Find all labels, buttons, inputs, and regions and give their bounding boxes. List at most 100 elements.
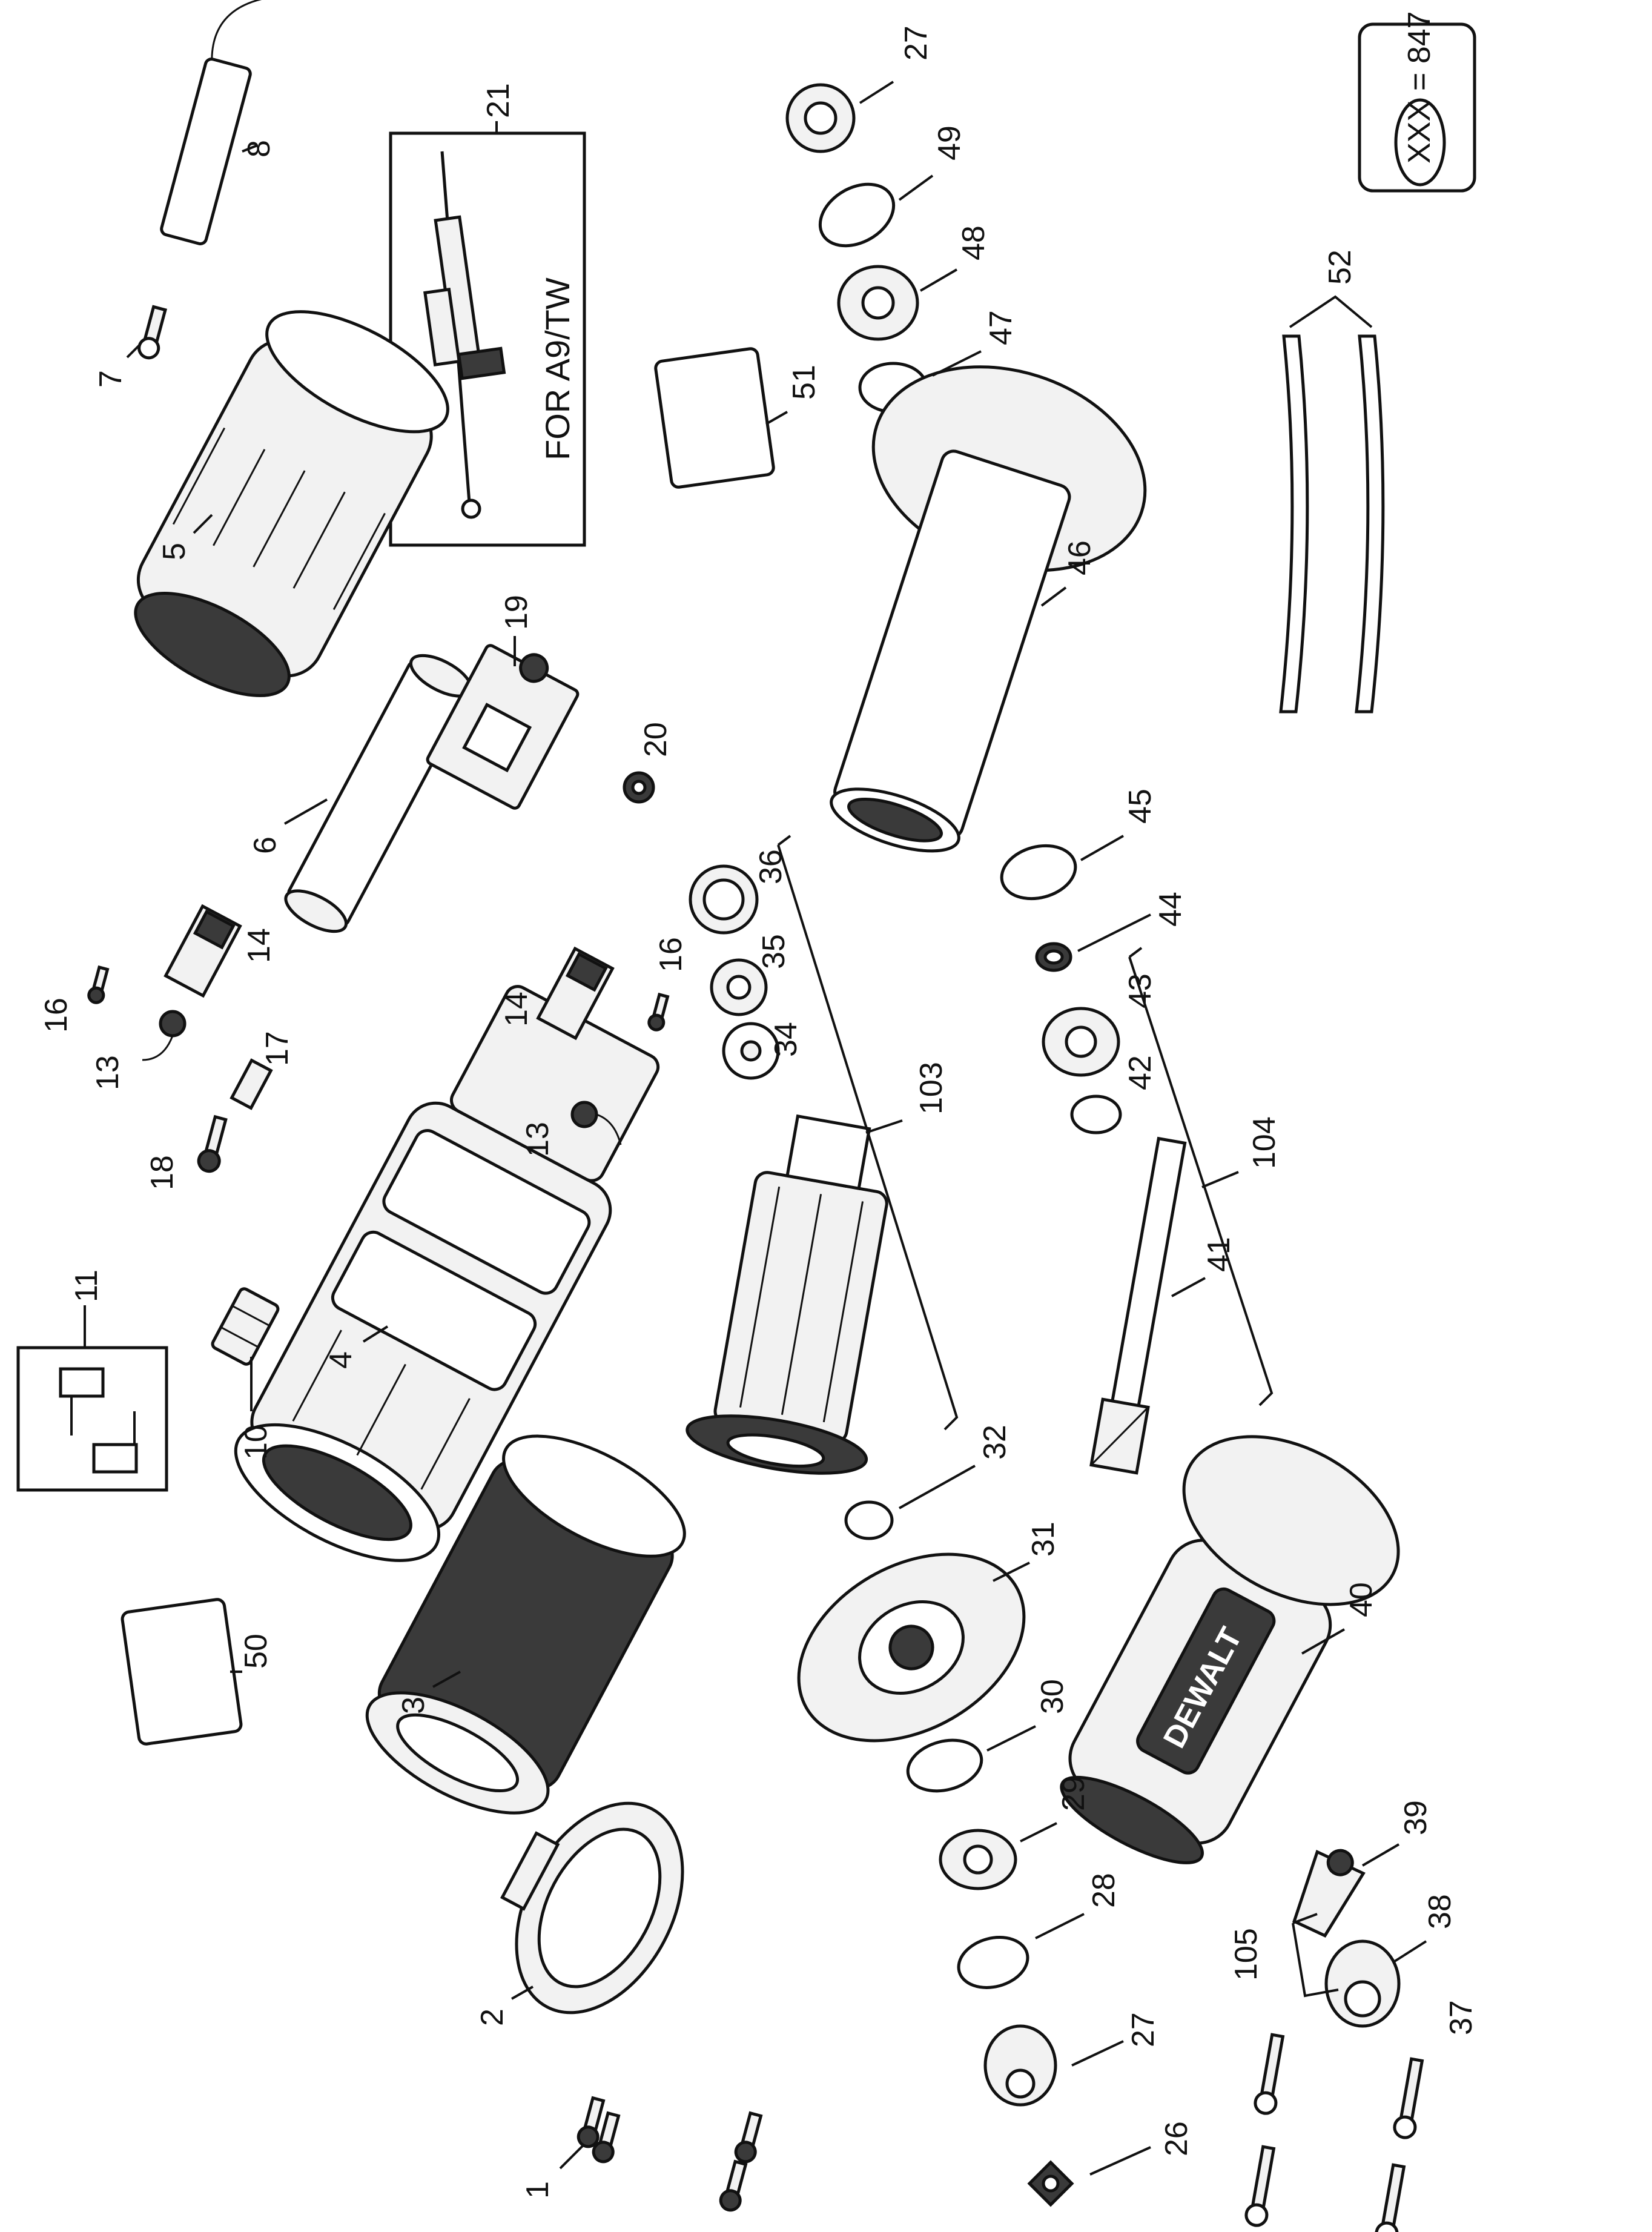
callout-48: 48 (956, 225, 991, 260)
svg-text:19: 19 (499, 595, 534, 630)
svg-text:16: 16 (653, 937, 689, 972)
part-34-washer (722, 1022, 780, 1080)
callout-1: 1 (520, 2181, 555, 2199)
callout-28: 28 (1086, 1873, 1122, 1908)
svg-text:7: 7 (93, 370, 128, 388)
callout-105: 105 (1229, 1928, 1264, 1981)
callout-30: 30 (1035, 1679, 1070, 1714)
callout-14-left: 14 (242, 928, 277, 963)
part-43-bearing (1042, 1007, 1120, 1077)
part-45-ring (1000, 844, 1077, 901)
part-17-clip (230, 1058, 273, 1110)
callout-50: 50 (239, 1634, 274, 1669)
part-26-spanner (1027, 2160, 1074, 2207)
callout-103: 103 (914, 1062, 949, 1114)
callout-42: 42 (1123, 1055, 1158, 1090)
svg-text:6: 6 (248, 836, 283, 854)
callout-13-left: 13 (90, 1055, 125, 1090)
part-52-bands (1279, 334, 1385, 714)
svg-text:21: 21 (481, 83, 516, 118)
svg-text:42: 42 (1123, 1055, 1158, 1090)
callout-45: 45 (1123, 789, 1158, 824)
part-8-cord-protector (160, 0, 266, 245)
part-44-washer (1035, 942, 1072, 972)
callout-41: 41 (1201, 1237, 1237, 1272)
svg-text:34: 34 (768, 1022, 804, 1057)
legend: XXX = 847 (1358, 11, 1476, 193)
part-30-ring (906, 1738, 983, 1793)
part-28-snap-ring (957, 1936, 1029, 1989)
callout-52: 52 (1323, 250, 1358, 285)
part-36-spring (689, 864, 759, 935)
part-11-brushes-box (16, 1305, 168, 1492)
svg-text:39: 39 (1398, 1800, 1433, 1835)
callout-6: 6 (248, 836, 283, 854)
callout-5: 5 (157, 543, 192, 560)
callout-27-bottom: 27 (1126, 2012, 1161, 2047)
svg-text:35: 35 (756, 934, 791, 969)
callout-104: 104 (1247, 1116, 1282, 1169)
callout-26: 26 (1159, 2121, 1194, 2156)
callout-3: 3 (396, 1697, 431, 1714)
svg-text:14: 14 (499, 992, 534, 1027)
svg-text:10: 10 (239, 1425, 274, 1460)
part-35-washer (710, 958, 768, 1016)
svg-text:40: 40 (1344, 1582, 1379, 1617)
bracket-105 (1292, 1913, 1339, 1998)
svg-text:52: 52 (1323, 250, 1358, 285)
callout-40: 40 (1344, 1582, 1379, 1617)
legend-value: = 847 (1402, 11, 1437, 91)
svg-text:2: 2 (475, 2008, 510, 2026)
svg-text:48: 48 (956, 225, 991, 260)
bracket-103 (777, 835, 959, 1431)
part-19-switch (426, 644, 580, 810)
part-4-motor-housing (234, 985, 660, 1562)
svg-text:28: 28 (1086, 1873, 1122, 1908)
subassembly-label: FOR A9/TW (538, 277, 577, 460)
svg-text:32: 32 (977, 1425, 1013, 1460)
svg-text:43: 43 (1123, 973, 1158, 1008)
callout-37: 37 (1444, 2000, 1479, 2035)
callout-10: 10 (239, 1425, 274, 1460)
svg-text:38: 38 (1422, 1894, 1458, 1929)
callout-16-right: 16 (653, 937, 689, 972)
svg-text:36: 36 (753, 849, 788, 884)
svg-text:29: 29 (1056, 1776, 1091, 1811)
svg-text:26: 26 (1159, 2121, 1194, 2156)
callout-47: 47 (983, 310, 1019, 345)
part-50-label (121, 1598, 243, 1746)
svg-text:41: 41 (1201, 1237, 1237, 1272)
svg-text:4: 4 (323, 1351, 358, 1369)
svg-text:51: 51 (787, 365, 822, 400)
callout-46: 46 (1062, 540, 1097, 575)
part-3-field (365, 1434, 686, 1815)
part-27-bottom-cap (983, 2024, 1057, 2107)
bracket-104 (1128, 947, 1274, 1406)
part-13-spring-right (570, 1101, 622, 1145)
part-6-tube (284, 654, 473, 933)
part-20-nut (623, 771, 655, 804)
svg-text:13: 13 (520, 1122, 555, 1157)
part-18-screw (197, 1114, 228, 1173)
svg-text:30: 30 (1035, 1679, 1070, 1714)
svg-text:3: 3 (396, 1697, 431, 1714)
callouts: 1 2 3 4 5 6 7 8 10 11 13 13 14 14 16 16 … (39, 25, 1479, 2199)
callout-11: 11 (69, 1270, 104, 1302)
part-27-top-cap (785, 83, 856, 153)
svg-text:46: 46 (1062, 540, 1097, 575)
svg-text:37: 37 (1444, 2000, 1479, 2035)
svg-text:16: 16 (39, 998, 74, 1033)
part-14-holder-right (536, 946, 615, 1041)
callout-34: 34 (768, 1022, 804, 1057)
part-42-washer (1070, 1094, 1122, 1134)
svg-text:5: 5 (157, 543, 192, 560)
callout-27-top: 27 (899, 25, 934, 61)
part-5-rear-housing (134, 310, 449, 697)
svg-text:31: 31 (1026, 1522, 1061, 1557)
svg-text:105: 105 (1229, 1928, 1264, 1981)
part-48-bearing (837, 265, 919, 341)
part-10-brush-holder (211, 1287, 280, 1366)
svg-text:20: 20 (638, 722, 673, 757)
part-32-washer (844, 1500, 894, 1540)
